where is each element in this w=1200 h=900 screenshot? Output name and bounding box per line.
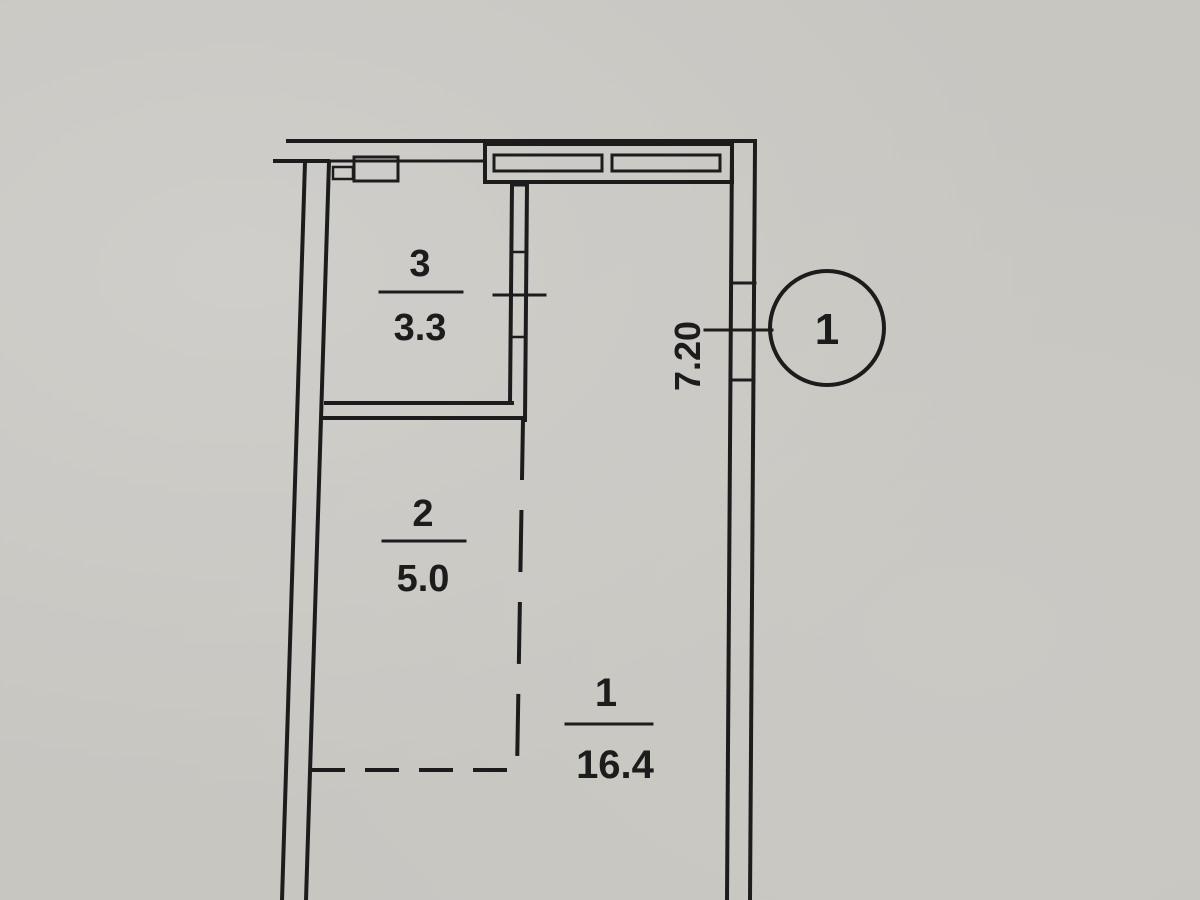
room2-area: 5.0 [397, 558, 450, 600]
section-marker-circle [768, 269, 886, 387]
room1-area: 16.4 [576, 743, 655, 787]
dimension-value: 7.20 [667, 321, 708, 391]
room3-number: 3 [409, 243, 430, 285]
left-wall-inner [303, 159, 332, 900]
vent-block-small [331, 165, 355, 181]
room2-dashed-right [514, 417, 526, 775]
window-frame [483, 142, 734, 184]
room1-number: 1 [595, 671, 617, 715]
left-wall-outer [279, 159, 308, 900]
right-wall-outer [747, 142, 758, 900]
window-pane-right [610, 153, 722, 173]
window-pane-left [492, 153, 604, 173]
room2-number: 2 [412, 493, 433, 535]
bathroom-partition-inner [522, 182, 530, 423]
room3-area: 3.3 [394, 307, 447, 349]
right-wall-inner [724, 142, 735, 900]
section-marker-label: 1 [815, 305, 839, 354]
